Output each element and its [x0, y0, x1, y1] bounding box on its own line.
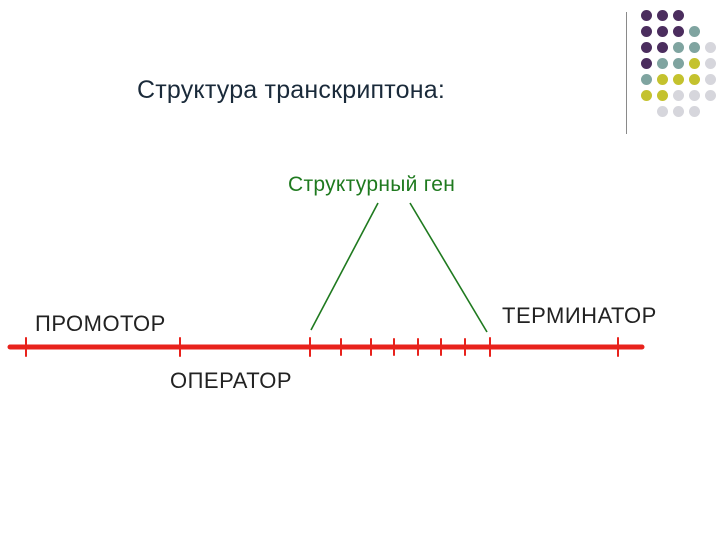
gene-label: Структурный ген	[288, 173, 456, 196]
gene-bracket-left-line	[310, 202, 379, 331]
dna-strand	[7, 337, 645, 357]
terminator-label: ТЕРМИНАТОР	[502, 303, 657, 328]
promoter-label: ПРОМОТОР	[35, 311, 166, 336]
dot-grid-decoration	[636, 8, 720, 120]
divider-line	[626, 12, 627, 134]
operator-label: ОПЕРАТОР	[170, 368, 292, 393]
slide-title: Структура транскриптона:	[137, 76, 445, 104]
gene-bracket-right-line	[409, 202, 488, 333]
gene-bracket	[310, 202, 488, 333]
